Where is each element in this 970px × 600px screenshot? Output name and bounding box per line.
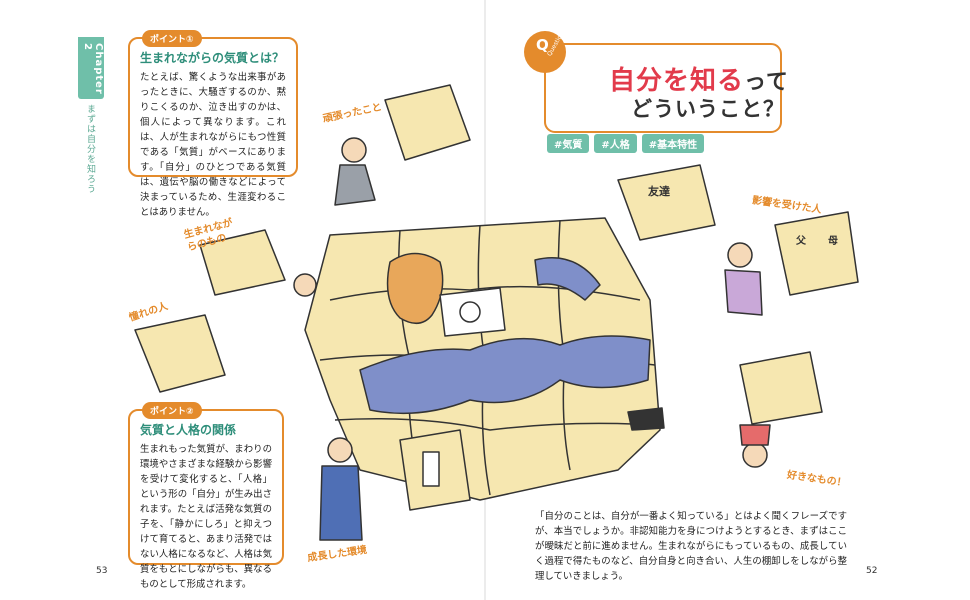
label-mother: 母 [828, 236, 838, 247]
q-letter: Q [536, 36, 549, 54]
tag-list: #気質 #人格 #基本特性 [547, 134, 705, 153]
person-influenced-body [724, 269, 763, 316]
point-heading-2: 気質と人格の関係 [140, 423, 237, 437]
piece-parents [774, 211, 859, 296]
page-title-line1: 自分を知るって [609, 60, 789, 97]
question-frame [544, 43, 782, 133]
puzzle-orange-shape [386, 252, 444, 324]
label-friends: 友達 [648, 185, 670, 198]
point-box-1: ポイント① 生まれながらの気質とは？ たとえば、驚くような出来事があったときに、… [128, 30, 298, 218]
page-number-right: 52 [866, 566, 878, 576]
puzzle-blue-arm [534, 257, 601, 301]
person-favorite-body [739, 424, 771, 446]
puzzle-blue-shape [359, 335, 651, 415]
point-badge-2: ポイント② [142, 402, 202, 419]
chapter-subtitle: まずは自分を知ろう [85, 104, 95, 194]
shoe-icon [627, 407, 665, 431]
person-main-hand [459, 301, 481, 323]
point-box-2: ポイント② 気質と人格の関係 生まれもった気質が、まわりの環境やさまざまな経験か… [128, 402, 284, 590]
piece-friends [617, 164, 716, 241]
tag-personality: #人格 [594, 134, 637, 153]
person-effort-body [334, 164, 376, 206]
person-baseball-head [293, 273, 317, 297]
chapter-tab: Chapter 2 [78, 37, 104, 99]
piece-admired [134, 314, 226, 393]
title-tail: って [744, 70, 789, 95]
piece-favorite [739, 351, 823, 425]
point-body-1: たとえば、驚くような出来事があったときに、大騒ぎするのか、黙りこくるのか、泣き出… [140, 72, 286, 218]
title-highlight: 自分を知る [609, 66, 745, 96]
tag-temperament: #気質 [547, 134, 590, 153]
page-number-left: 53 [96, 566, 108, 576]
page-title-line2: どういうこと？ [631, 97, 785, 121]
point-badge-1: ポイント① [142, 30, 202, 47]
point-heading-1: 生まれながらの気質とは？ [140, 51, 285, 65]
tag-basic-traits: #基本特性 [641, 134, 705, 153]
chapter-label: Chapter 2 [82, 43, 104, 95]
right-body-text: 「自分のことは、自分が一番よく知っている」とはよく聞くフレーズですが、本当でしょ… [535, 511, 847, 582]
label-father: 父 [796, 236, 806, 247]
question-badge-icon [524, 31, 566, 73]
building-icon [422, 451, 440, 487]
person-business-head [327, 437, 353, 463]
person-influenced-head [727, 242, 753, 268]
point-body-2: 生まれもった気質が、まわりの環境やさまざまな経験から影響を受けて変化すると、「人… [140, 444, 272, 590]
person-favorite-head [742, 442, 768, 468]
piece-effort [384, 84, 471, 161]
person-business-body [319, 465, 363, 541]
piece-born [199, 229, 286, 296]
person-effort-head [341, 137, 367, 163]
